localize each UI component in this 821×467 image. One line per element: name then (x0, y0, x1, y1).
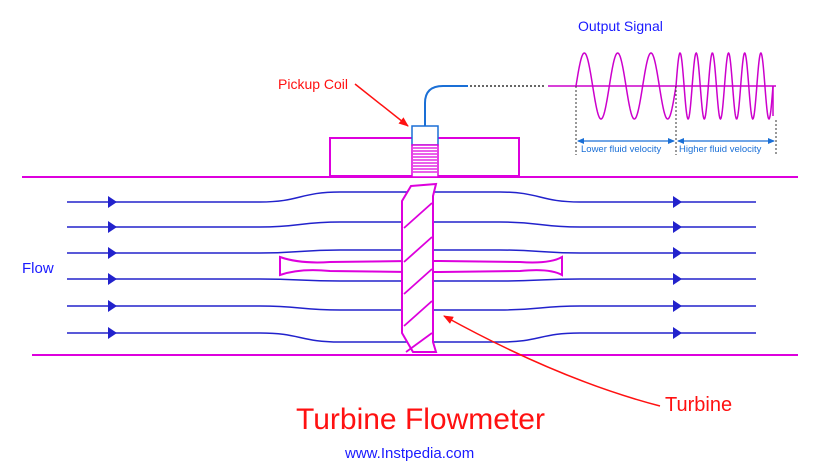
turbine-rotor (401, 182, 438, 353)
turbine-blade (403, 202, 433, 229)
turbine-blade (403, 236, 433, 263)
turbine-blade (405, 332, 433, 353)
flow-arrow-right (673, 247, 682, 259)
pickup-coil-pointer (354, 83, 409, 127)
page-title: Turbine Flowmeter (296, 403, 545, 436)
pickup-coil-cap (411, 125, 439, 146)
turbine-label: Turbine (665, 394, 733, 416)
turbine-blade-body (401, 182, 438, 353)
output-signal (548, 51, 776, 121)
lower-velocity-label: Lower fluid velocity (581, 144, 662, 155)
flow-arrow-right (673, 221, 682, 233)
turbine-blade (403, 300, 433, 327)
flow-arrow-right (673, 273, 682, 285)
flow-arrow-left (108, 327, 117, 339)
turbine-blade (403, 268, 433, 295)
flow-arrow-left (108, 221, 117, 233)
pickup-coil-label: Pickup Coil (278, 76, 349, 92)
flow-arrow-left (108, 196, 117, 208)
flow-label: Flow (22, 260, 54, 277)
flow-arrow-left (108, 247, 117, 259)
output-signal-label: Output Signal (578, 18, 663, 34)
pickup-coil (411, 125, 439, 178)
higher-velocity-label: Higher fluid velocity (679, 144, 762, 155)
flow-arrow-left (108, 300, 117, 312)
flow-arrow-right (673, 300, 682, 312)
flow-arrow-right (673, 196, 682, 208)
website-label: www.Instpedia.com (345, 445, 475, 462)
coil-wire (424, 85, 468, 126)
flow-arrow-right (673, 327, 682, 339)
velocity-annotations (575, 86, 777, 155)
flow-arrow-left (108, 273, 117, 285)
turbine-pointer (443, 315, 661, 407)
